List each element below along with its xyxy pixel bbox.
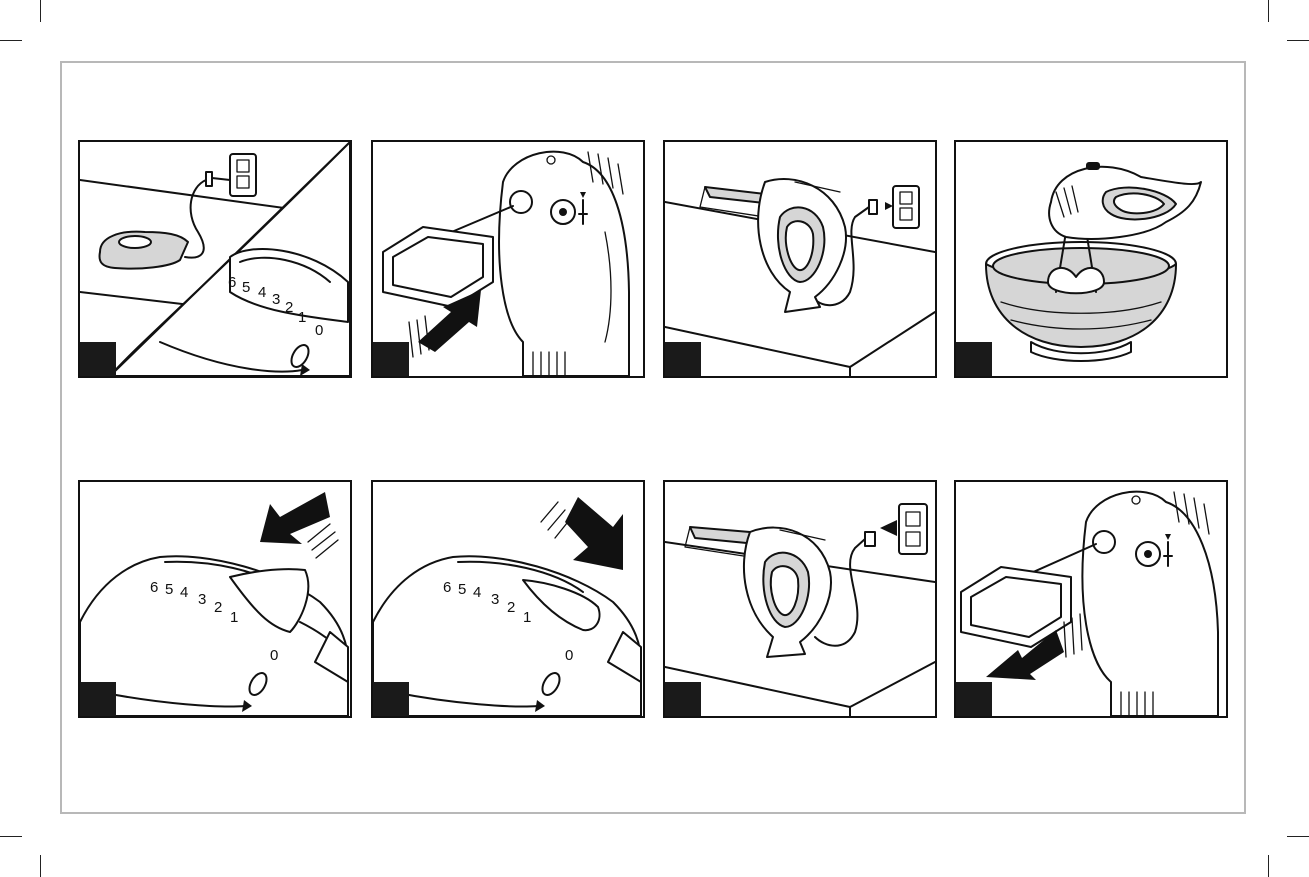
step-number-box	[956, 682, 992, 716]
eject-beater-illustration	[956, 482, 1226, 716]
speed-mark: 5	[458, 581, 466, 598]
crop-mark	[1287, 40, 1309, 41]
panel-7	[663, 480, 937, 718]
panel-2	[371, 140, 645, 378]
crop-mark	[0, 40, 22, 41]
step-number-box	[373, 682, 409, 716]
speed-mark: 1	[298, 309, 306, 326]
crop-mark	[1268, 855, 1269, 877]
speed-mark: 2	[507, 599, 515, 616]
step-number-box	[80, 682, 116, 716]
unplug-illustration: 6 5 4 3 2 1 0	[80, 142, 350, 376]
insert-beater-illustration	[373, 142, 643, 376]
speed-mark: 3	[491, 591, 499, 608]
speed-mark: 6	[150, 579, 158, 596]
crop-mark	[40, 0, 41, 22]
speed-mark: 4	[180, 584, 188, 601]
step-number-box	[665, 682, 701, 716]
switch-down-illustration: 6 5 4 3 2 1 0	[373, 482, 643, 716]
panel-3	[663, 140, 937, 378]
speed-mark: 3	[198, 591, 206, 608]
speed-off-mark: 0	[315, 322, 323, 339]
plug-in-illustration	[665, 142, 935, 376]
speed-off-mark: 0	[565, 647, 573, 664]
panel-5: 6 5 4 3 2 1 0	[78, 480, 352, 718]
speed-mark: 6	[228, 274, 236, 291]
speed-mark: 2	[285, 299, 293, 316]
panel-8	[954, 480, 1228, 718]
step-number-box	[665, 342, 701, 376]
unplug-resting-illustration	[665, 482, 935, 716]
step-number-box	[373, 342, 409, 376]
speed-mark: 6	[443, 579, 451, 596]
step-number-box	[80, 342, 116, 376]
panel-6: 6 5 4 3 2 1 0	[371, 480, 645, 718]
speed-mark: 3	[272, 291, 280, 308]
speed-mark: 5	[242, 279, 250, 296]
speed-mark: 2	[214, 599, 222, 616]
panel-1: 6 5 4 3 2 1 0	[78, 140, 352, 378]
speed-off-mark: 0	[270, 647, 278, 664]
speed-mark: 4	[258, 284, 266, 301]
crop-mark	[1287, 836, 1309, 837]
speed-mark: 4	[473, 584, 481, 601]
speed-mark: 1	[523, 609, 531, 626]
crop-mark	[0, 836, 22, 837]
speed-mark: 1	[230, 609, 238, 626]
switch-up-illustration: 6 5 4 3 2 1 0	[80, 482, 350, 716]
step-number-box	[956, 342, 992, 376]
mixing-bowl-illustration	[956, 142, 1226, 376]
panel-4	[954, 140, 1228, 378]
speed-mark: 5	[165, 581, 173, 598]
crop-mark	[40, 855, 41, 877]
crop-mark	[1268, 0, 1269, 22]
